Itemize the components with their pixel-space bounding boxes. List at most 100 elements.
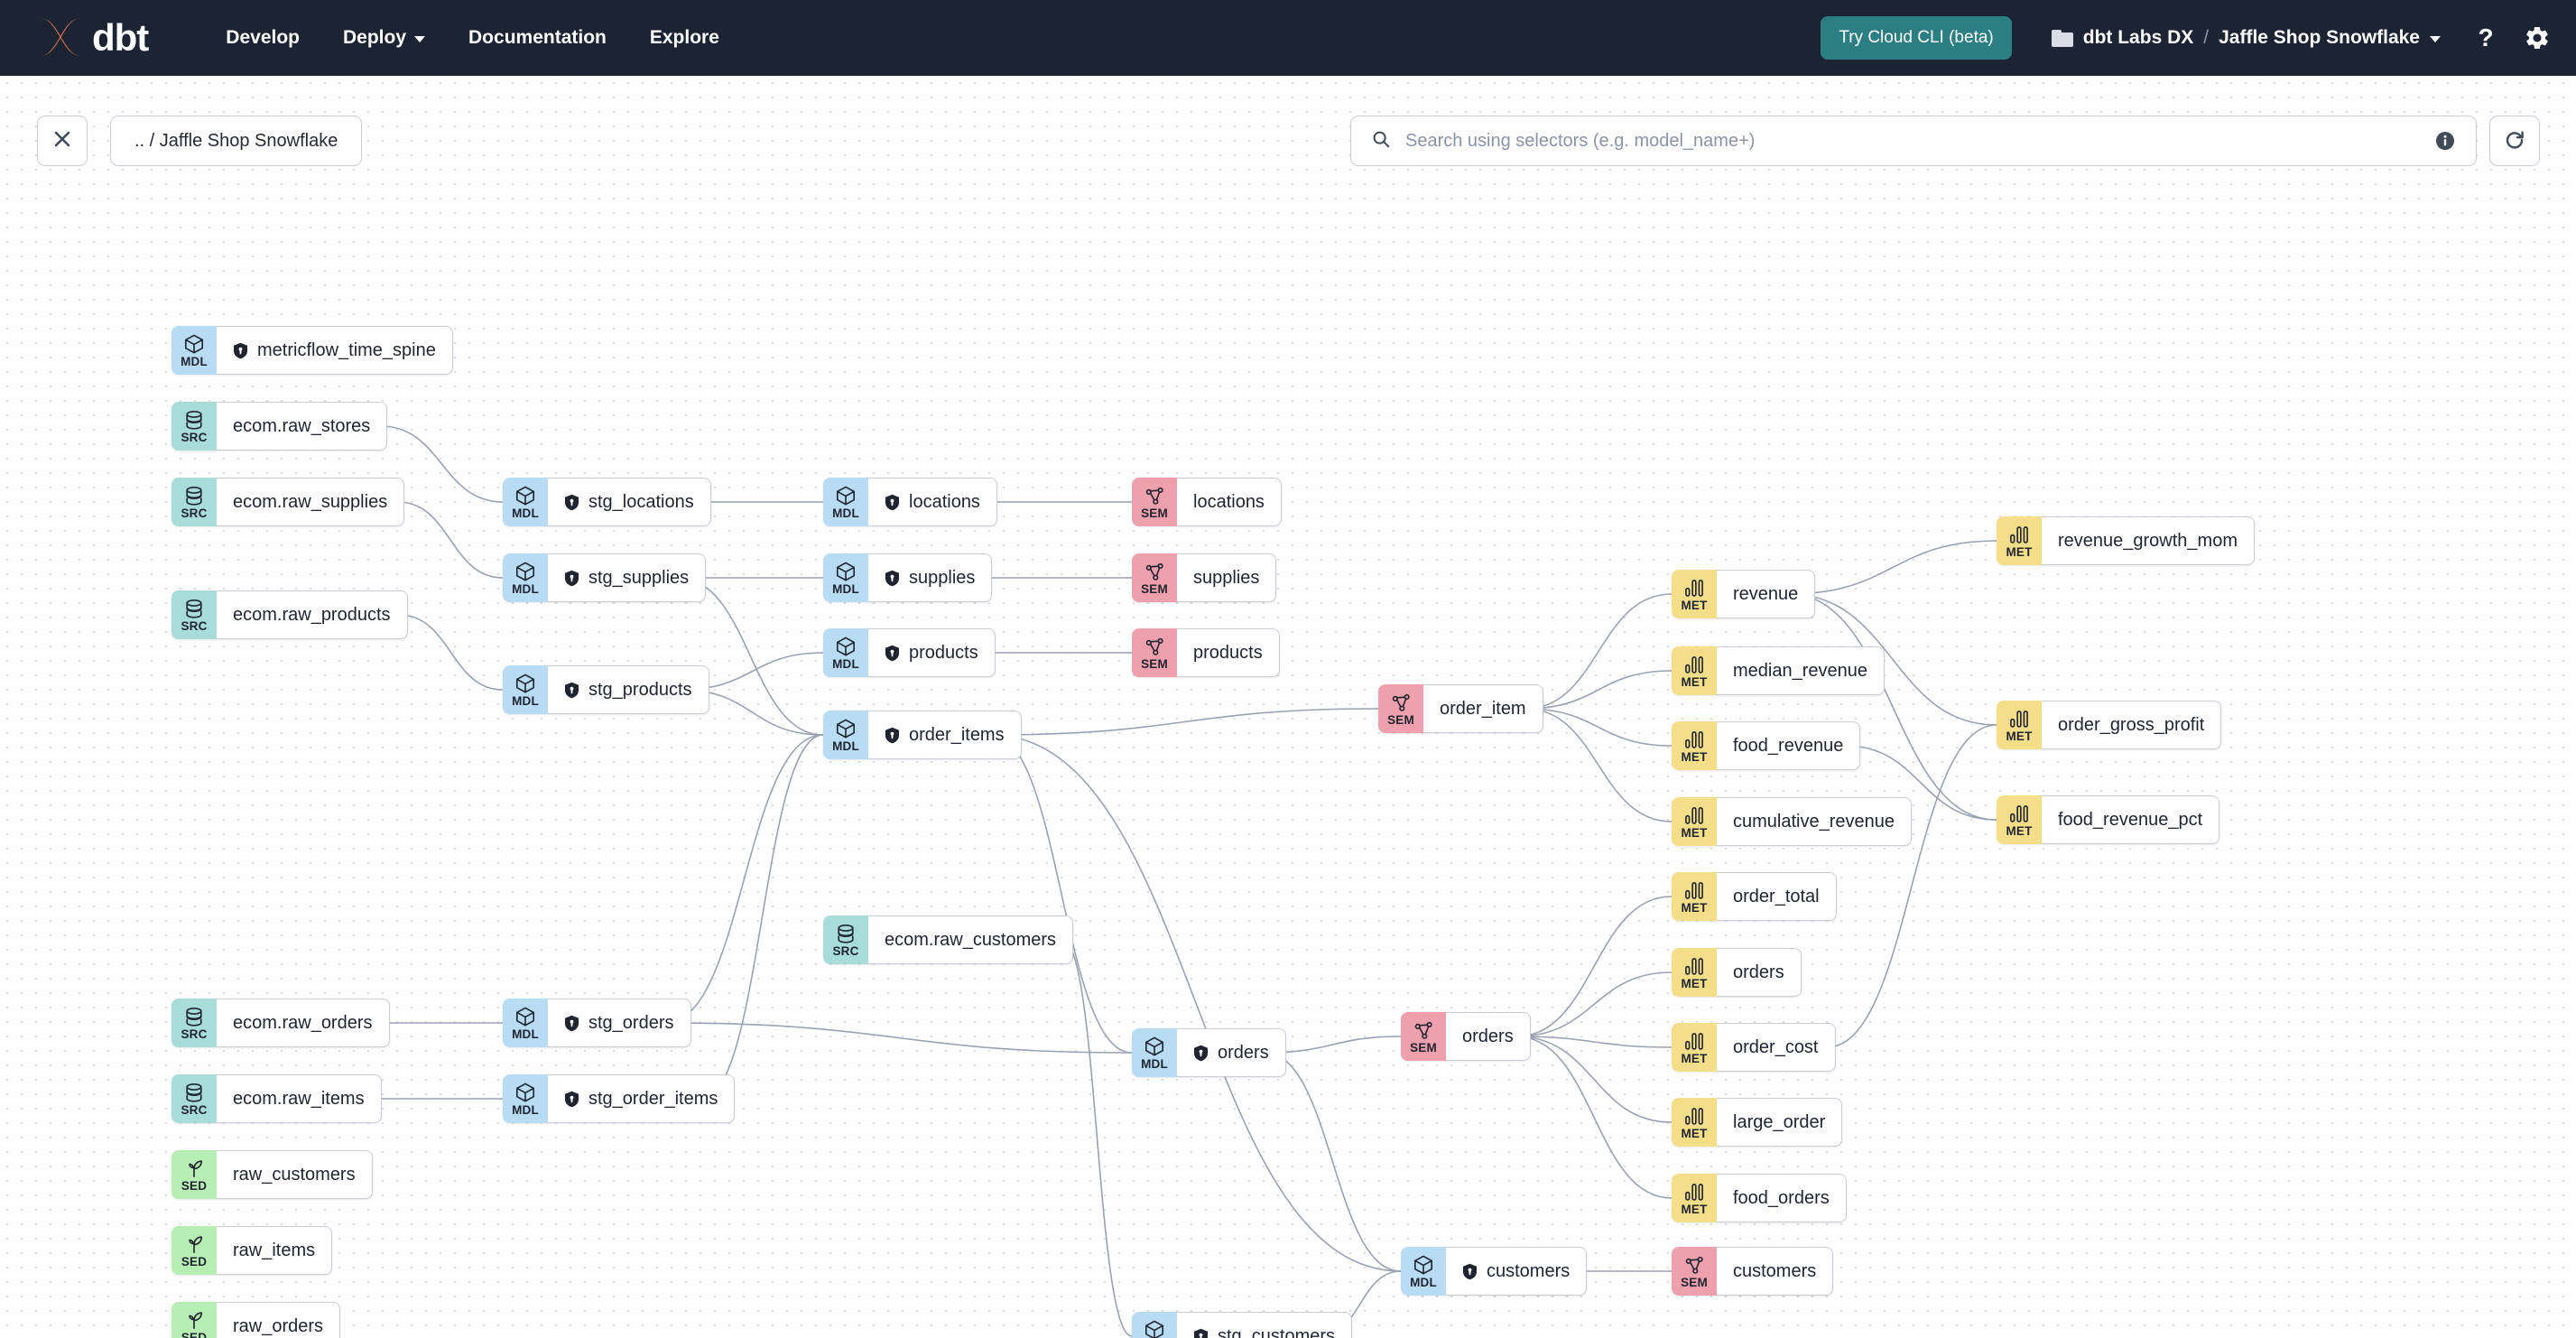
node-body[interactable]: supplies bbox=[868, 553, 993, 602]
node-body[interactable]: metricflow_time_spine bbox=[217, 326, 453, 375]
breadcrumb[interactable]: .. / Jaffle Shop Snowflake bbox=[110, 116, 363, 166]
node-body[interactable]: stg_supplies bbox=[548, 553, 707, 602]
node-body[interactable]: order_items bbox=[868, 711, 1022, 759]
node-body[interactable]: median_revenue bbox=[1717, 646, 1885, 695]
search-bar[interactable] bbox=[1350, 116, 2477, 166]
node-body[interactable]: ecom.raw_customers bbox=[868, 915, 1074, 964]
node-body[interactable]: stg_orders bbox=[548, 999, 691, 1047]
node-body[interactable]: order_gross_profit bbox=[2042, 701, 2222, 749]
node-body[interactable]: locations bbox=[1177, 478, 1282, 526]
node-body[interactable]: revenue_growth_mom bbox=[2042, 516, 2255, 565]
dbt-logo[interactable]: dbt bbox=[34, 14, 149, 61]
node-body[interactable]: order_item bbox=[1423, 684, 1543, 733]
gear-icon[interactable] bbox=[2524, 24, 2551, 51]
node-body[interactable]: stg_locations bbox=[548, 478, 711, 526]
breadcrumb-project[interactable]: Jaffle Shop Snowflake bbox=[2219, 27, 2420, 48]
node-body[interactable]: locations bbox=[868, 478, 997, 526]
node-body[interactable]: revenue bbox=[1717, 570, 1816, 618]
node-body[interactable]: orders bbox=[1446, 1012, 1531, 1061]
node-body[interactable]: ecom.raw_products bbox=[217, 590, 408, 639]
nav-link-documentation[interactable]: Documentation bbox=[447, 18, 628, 58]
nav-link-explore[interactable]: Explore bbox=[628, 18, 741, 58]
node-body[interactable]: food_orders bbox=[1717, 1174, 1847, 1222]
node-body[interactable]: ecom.raw_orders bbox=[217, 999, 390, 1047]
search-input[interactable] bbox=[1405, 130, 2434, 152]
node-body[interactable]: ecom.raw_supplies bbox=[217, 478, 405, 526]
node-label: raw_orders bbox=[233, 1316, 324, 1336]
node-body[interactable]: food_revenue_pct bbox=[2042, 795, 2220, 844]
node-body[interactable]: order_total bbox=[1717, 872, 1837, 921]
node-label: revenue_growth_mom bbox=[2058, 531, 2238, 551]
node-body[interactable]: stg_products bbox=[548, 665, 709, 714]
node-body[interactable]: customers bbox=[1446, 1247, 1588, 1296]
node-body[interactable]: stg_order_items bbox=[548, 1074, 736, 1123]
node-body[interactable]: raw_orders bbox=[217, 1302, 341, 1338]
node-body[interactable]: orders bbox=[1177, 1028, 1286, 1077]
node-body[interactable]: order_cost bbox=[1717, 1023, 1836, 1072]
chevron-down-icon[interactable] bbox=[2430, 36, 2441, 42]
node-body[interactable]: products bbox=[1177, 628, 1280, 677]
node-body[interactable]: orders bbox=[1717, 948, 1802, 997]
try-cloud-cli-button[interactable]: Try Cloud CLI (beta) bbox=[1821, 16, 2012, 60]
node-body[interactable]: ecom.raw_items bbox=[217, 1074, 382, 1123]
node-body[interactable]: food_revenue bbox=[1717, 721, 1861, 770]
node-body[interactable]: supplies bbox=[1177, 553, 1277, 602]
node-body[interactable]: products bbox=[868, 628, 996, 677]
nav-link-develop[interactable]: Develop bbox=[204, 18, 321, 58]
refresh-button[interactable] bbox=[2489, 116, 2540, 166]
node-body[interactable]: customers bbox=[1717, 1247, 1834, 1296]
node-body[interactable]: cumulative_revenue bbox=[1717, 797, 1912, 846]
node-body[interactable]: raw_items bbox=[217, 1226, 333, 1275]
node-body[interactable]: ecom.raw_stores bbox=[217, 402, 388, 451]
node-body[interactable]: stg_customers bbox=[1177, 1312, 1353, 1338]
info-icon[interactable] bbox=[2434, 130, 2456, 152]
node-body[interactable]: raw_customers bbox=[217, 1150, 373, 1199]
nav-link-deploy[interactable]: Deploy bbox=[321, 18, 447, 58]
close-button[interactable] bbox=[37, 116, 88, 166]
breadcrumb-account[interactable]: dbt Labs DX bbox=[2082, 27, 2194, 48]
node-body[interactable]: large_order bbox=[1717, 1098, 1843, 1147]
help-icon[interactable]: ? bbox=[2473, 24, 2498, 51]
